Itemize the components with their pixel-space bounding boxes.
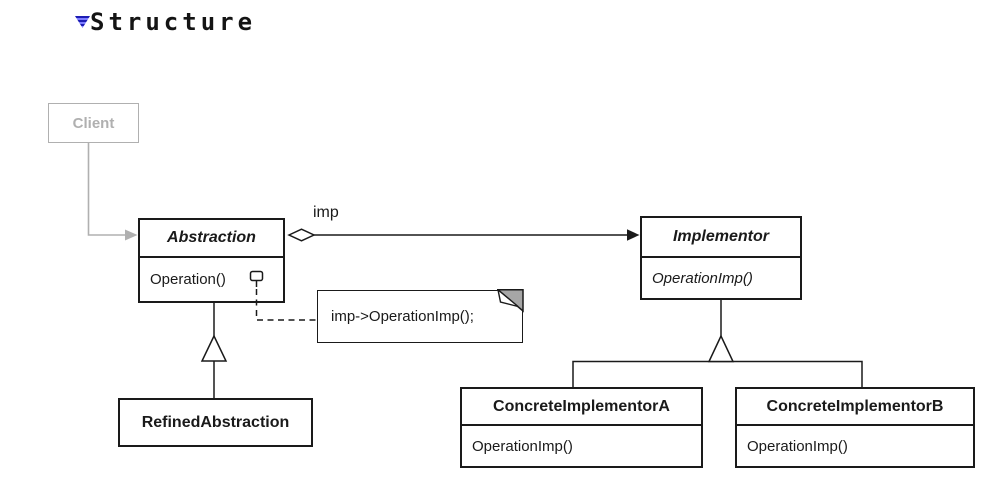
disclosure-triangle-icon[interactable]: [75, 16, 90, 28]
note-text: imp->OperationImp();: [331, 308, 474, 325]
client-class-name: Client: [72, 114, 115, 132]
class-box-refined-abstraction: RefinedAbstraction: [118, 398, 313, 447]
concrete-implementor-a-methods: OperationImp(): [462, 426, 701, 466]
note-dogear-icon: [496, 289, 524, 314]
abstraction-class-name: Abstraction: [140, 220, 283, 258]
association-label-imp: imp: [313, 204, 339, 221]
inheritance-triangle-icon: [707, 334, 735, 363]
inheritance-triangle-icon: [200, 334, 228, 362]
method-operationimp: OperationImp(): [652, 269, 753, 287]
concrete-implementor-b-class-name: ConcreteImplementorB: [737, 389, 973, 426]
class-box-implementor: Implementor OperationImp(): [640, 216, 802, 300]
concrete-implementors-inheritance: [572, 300, 863, 388]
method-operation: Operation(): [150, 271, 226, 288]
class-box-concrete-implementor-a: ConcreteImplementorA OperationImp(): [460, 387, 703, 468]
method-operationimp-a: OperationImp(): [472, 437, 573, 455]
aggregation-diamond-icon: [287, 228, 316, 242]
class-box-concrete-implementor-b: ConcreteImplementorB OperationImp(): [735, 387, 975, 468]
client-dependency-arrow: [87, 143, 138, 241]
note-box: imp->OperationImp();: [317, 289, 524, 343]
implementor-methods: OperationImp(): [642, 258, 800, 298]
concrete-implementor-a-class-name: ConcreteImplementorA: [462, 389, 701, 426]
imp-association-arrow: [287, 228, 640, 242]
method-operationimp-b: OperationImp(): [747, 437, 848, 455]
abstraction-methods: Operation(): [140, 258, 283, 301]
arrowhead-icon: [627, 229, 640, 241]
refined-abstraction-inheritance: [200, 303, 228, 398]
implementor-class-name: Implementor: [642, 218, 800, 258]
section-heading[interactable]: Structure: [75, 8, 256, 37]
concrete-implementor-b-methods: OperationImp(): [737, 426, 973, 466]
class-box-abstraction: Abstraction Operation(): [138, 218, 285, 303]
class-box-client: Client: [48, 103, 139, 143]
section-title: Structure: [90, 8, 257, 36]
refined-abstraction-class-name: RefinedAbstraction: [141, 413, 290, 431]
